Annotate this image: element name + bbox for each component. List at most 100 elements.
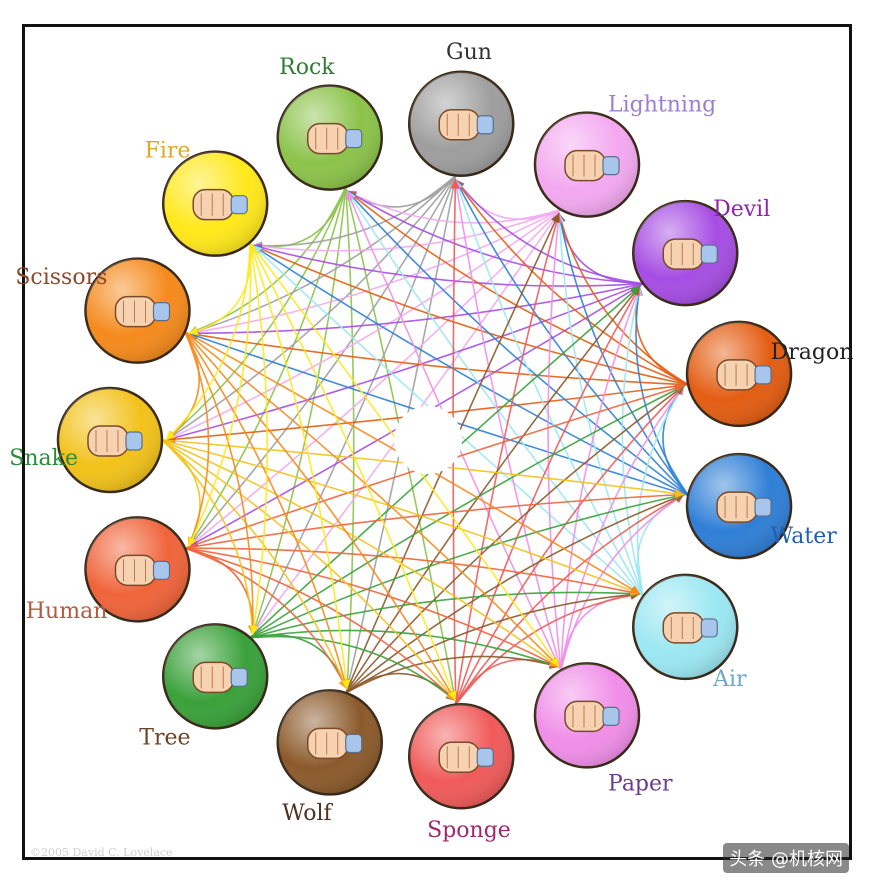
node-wolf: [276, 689, 383, 796]
edge-sponge-beats-devil: [455, 285, 641, 705]
human-hand-icon: [114, 554, 171, 587]
edge-devil-beats-fire: [252, 244, 644, 287]
node-label-paper: Paper: [608, 772, 673, 797]
edge-snake-beats-air: [161, 439, 641, 595]
edge-rock-beats-human: [188, 186, 347, 548]
node-label-tree: Tree: [139, 725, 190, 750]
edge-snake-beats-tree: [161, 439, 254, 635]
edge-dragon-beats-scissors: [188, 332, 689, 386]
node-water: [685, 452, 793, 560]
arrowhead-scissors-air: [629, 585, 640, 594]
edge-snake-beats-wolf: [161, 439, 348, 690]
scissors-hand-icon: [114, 295, 171, 328]
arrowhead-paper-rock: [346, 190, 355, 201]
edge-fire-beats-tree: [249, 242, 269, 635]
node-label-fire: Fire: [145, 139, 191, 164]
edge-wolf-beats-water: [345, 493, 685, 694]
arrowhead-fire-tree: [249, 625, 259, 635]
arrowhead-fire-paper: [550, 656, 559, 667]
edge-air-beats-gun: [454, 179, 644, 597]
arrowhead-sponge-gun: [450, 179, 460, 189]
edge-scissors-beats-human: [184, 331, 210, 547]
air-hand-icon: [662, 612, 718, 644]
node-label-wolf: Wolf: [282, 801, 333, 826]
edge-tree-beats-sponge: [249, 635, 456, 702]
edge-lightning-beats-snake: [165, 208, 562, 441]
edge-scissors-beats-tree: [184, 331, 254, 635]
edge-fire-beats-wolf: [249, 242, 348, 690]
node-label-lightning: Lightning: [608, 92, 716, 117]
snake-hand-icon: [87, 425, 143, 457]
edge-human-beats-wolf: [184, 547, 348, 690]
edge-water-beats-gun: [454, 179, 689, 496]
node-gun: [407, 70, 515, 177]
edge-water-beats-devil: [635, 285, 689, 496]
edge-gun-beats-snake: [165, 175, 457, 441]
edge-scissors-beats-wolf: [184, 331, 348, 690]
edge-rock-beats-snake: [165, 186, 347, 441]
node-sponge: [407, 703, 515, 810]
arrowhead-snake-water: [674, 488, 685, 498]
arrowhead-air-fire: [252, 245, 263, 255]
edge-gun-beats-human: [188, 175, 457, 548]
gun-hand-icon: [438, 108, 494, 141]
node-label-dragon: Dragon: [771, 340, 854, 365]
node-rock: [276, 84, 383, 191]
node-label-snake: Snake: [9, 446, 78, 471]
node-snake: [56, 386, 164, 494]
sponge-hand-icon: [438, 741, 494, 774]
edge-lightning-beats-rock: [346, 190, 562, 224]
edge-tree-beats-air: [249, 591, 641, 639]
node-label-air: Air: [712, 667, 747, 692]
node-devil: [632, 199, 739, 307]
node-dragon: [685, 320, 793, 428]
node-human: [84, 516, 191, 623]
edge-gun-beats-scissors: [188, 174, 457, 335]
edge-sponge-beats-lightning: [455, 212, 560, 705]
node-fire: [161, 150, 269, 257]
edge-dragon-beats-rock: [346, 190, 689, 386]
node-lightning: [533, 111, 641, 218]
edge-lightning-beats-fire: [252, 208, 562, 252]
node-paper: [533, 662, 641, 769]
node-air: [632, 573, 739, 681]
node-tree: [161, 623, 269, 730]
arrowhead-fire-snake: [166, 430, 176, 440]
edge-devil-beats-scissors: [188, 282, 644, 335]
edge-wolf-beats-paper: [345, 655, 560, 694]
rock-fist-icon: [306, 122, 363, 155]
node-label-rock: Rock: [279, 55, 335, 80]
edge-human-beats-air: [184, 547, 641, 595]
nodes-layer: RockGunLightningDevilDragonWaterAirPaper…: [9, 40, 853, 843]
edge-fire-beats-human: [187, 242, 252, 547]
dragon-hand-icon: [716, 359, 772, 391]
edge-sponge-beats-water: [455, 493, 685, 705]
edge-wolf-beats-devil: [345, 285, 641, 694]
edge-scissors-beats-sponge: [184, 331, 457, 702]
lightning-hand-icon: [564, 149, 620, 182]
edge-air-beats-lightning: [558, 213, 644, 597]
edge-human-beats-sponge: [184, 547, 456, 702]
edge-paper-beats-lightning: [547, 213, 562, 671]
fire-hand-icon: [192, 188, 248, 221]
edge-air-beats-dragon: [636, 385, 685, 597]
edge-human-beats-paper: [184, 547, 560, 668]
edge-paper-beats-gun: [454, 179, 562, 671]
edge-wolf-beats-air: [345, 593, 641, 694]
edge-paper-beats-devil: [560, 285, 641, 671]
edge-dragon-beats-lightning: [558, 212, 689, 386]
edge-dragon-beats-gun: [454, 178, 689, 386]
edge-paper-beats-water: [560, 493, 685, 671]
edge-wolf-beats-dragon: [345, 384, 685, 694]
arrowhead-fire-human: [188, 536, 197, 547]
edge-devil-beats-gun: [454, 178, 644, 285]
edge-tree-beats-paper: [249, 629, 560, 668]
arrowhead-fire-wolf: [341, 679, 351, 690]
devil-horns-icon: [662, 238, 718, 270]
edge-air-beats-rock: [346, 190, 644, 597]
node-label-gun: Gun: [446, 40, 492, 65]
edge-lightning-beats-scissors: [188, 208, 562, 335]
edge-snake-beats-sponge: [161, 439, 457, 702]
edge-dragon-beats-fire: [252, 244, 689, 386]
